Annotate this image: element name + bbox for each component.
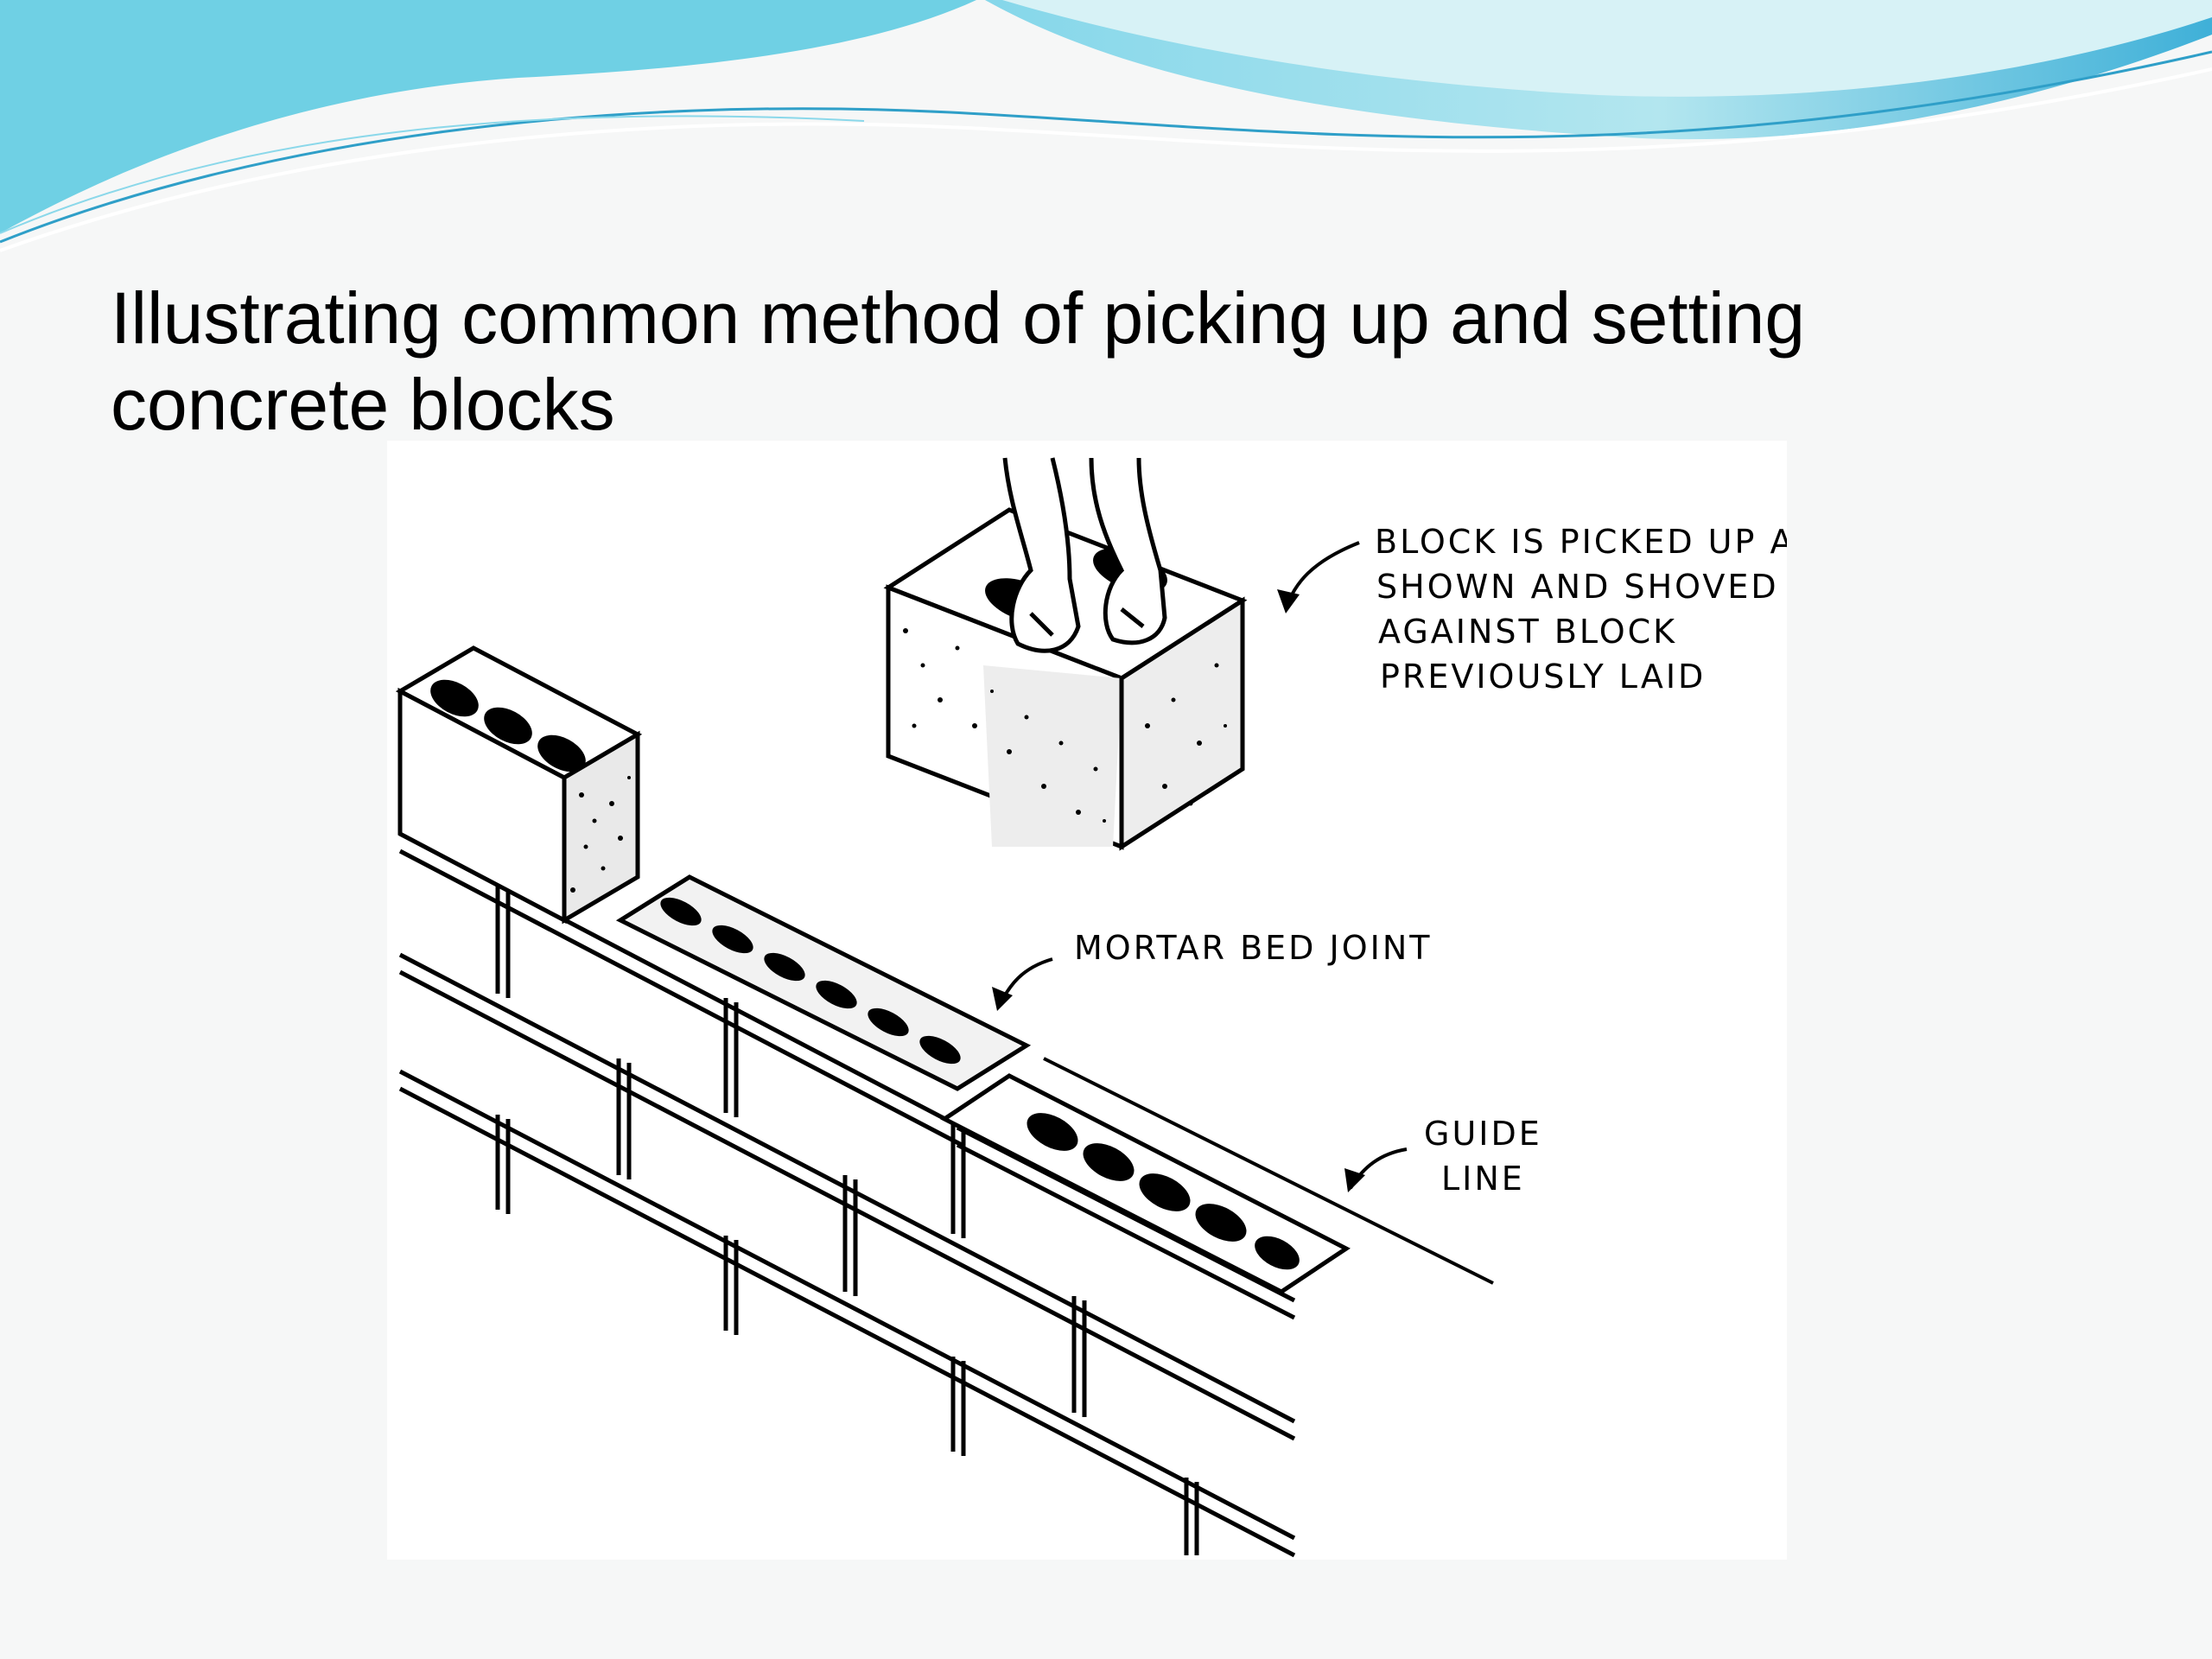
header-wave-decoration	[0, 0, 2212, 252]
callout-mortar: MORTAR BED JOINT	[1074, 929, 1432, 967]
block-laying-illustration: BLOCK IS PICKED UP AS SHOWN AND SHOVED A…	[387, 441, 1787, 1560]
laid-block	[940, 1073, 1351, 1294]
callout-guide-line1: GUIDE	[1424, 1115, 1542, 1153]
callout-block-line2: SHOWN AND SHOVED	[1376, 568, 1779, 606]
guide-line	[1043, 1057, 1494, 1285]
mortar-bed	[615, 874, 1032, 1091]
callout-block-line1: BLOCK IS PICKED UP AS	[1375, 523, 1787, 561]
callout-block-line3: AGAINST BLOCK	[1378, 613, 1677, 651]
callout-arrowheads	[992, 589, 1365, 1192]
corner-block	[395, 645, 643, 925]
block-being-lifted	[883, 507, 1248, 851]
callout-block-line4: PREVIOUSLY LAID	[1380, 658, 1706, 696]
wall-courses	[398, 831, 1296, 1558]
hands	[1002, 457, 1167, 653]
slide-title: Illustrating common method of picking up…	[111, 277, 1806, 445]
callout-guide-line2: LINE	[1441, 1160, 1525, 1198]
block-laying-drawing: BLOCK IS PICKED UP AS SHOWN AND SHOVED A…	[387, 441, 1787, 1560]
